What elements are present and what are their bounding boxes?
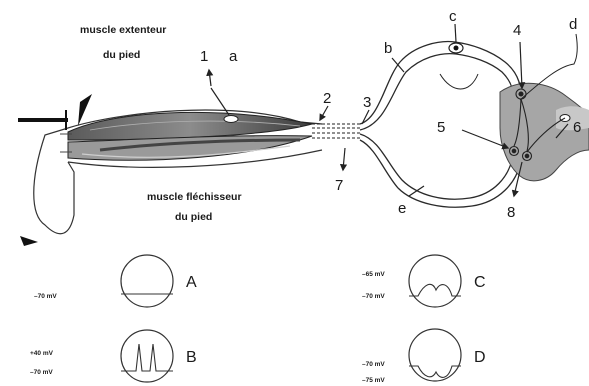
label-d: d	[569, 16, 577, 33]
osc-a-letter: A	[186, 274, 197, 291]
arrow-4	[520, 42, 522, 88]
label-7: 7	[335, 177, 343, 194]
oscilloscope-d: –70 mV –75 mV D	[362, 329, 486, 384]
label-a: a	[229, 48, 238, 65]
label-1: 1	[200, 48, 208, 65]
arrow-1	[209, 70, 211, 86]
label-5: 5	[437, 119, 445, 136]
spindle-receptor-a	[224, 116, 238, 123]
arrow-2	[320, 106, 328, 120]
osc-b-value-2: –70 mV	[30, 369, 53, 376]
osc-d-value-1: –70 mV	[362, 361, 385, 368]
label-6: 6	[573, 119, 581, 136]
oscilloscope-c: –65 mV –70 mV C	[362, 255, 486, 307]
osc-d-letter: D	[474, 349, 486, 366]
label-2: 2	[323, 90, 331, 107]
osc-b-value-1: +40 mV	[30, 350, 54, 357]
nerve-fibers-dashed	[312, 124, 360, 138]
label-b: b	[384, 40, 392, 57]
osc-a-value-1: –70 mV	[34, 293, 57, 300]
foot-tip-arrow	[20, 236, 38, 246]
label-4: 4	[513, 22, 521, 39]
ganglion-cell-body	[454, 46, 459, 51]
muscle-flexor-label-1: muscle fléchisseur	[147, 191, 242, 203]
osc-d-value-2: –75 mV	[362, 377, 385, 384]
oscilloscope-b: +40 mV –70 mV B	[30, 330, 197, 382]
muscle-extensor-label-2: du pied	[103, 49, 140, 61]
osc-c-value-2: –70 mV	[362, 293, 385, 300]
label-3: 3	[363, 94, 371, 111]
label-8: 8	[507, 204, 515, 221]
oscilloscope-a: –70 mV A	[34, 255, 197, 307]
osc-c-value-1: –65 mV	[362, 271, 385, 278]
osc-c-letter: C	[474, 274, 486, 291]
muscle-extensor-label-1: muscle extenteur	[80, 24, 166, 36]
loop-interior	[404, 68, 501, 187]
label-e: e	[398, 200, 406, 217]
osc-b-letter: B	[186, 349, 197, 366]
muscle-flexor-label-2: du pied	[175, 211, 212, 223]
arrow-7	[343, 148, 345, 170]
label-c: c	[449, 8, 457, 25]
